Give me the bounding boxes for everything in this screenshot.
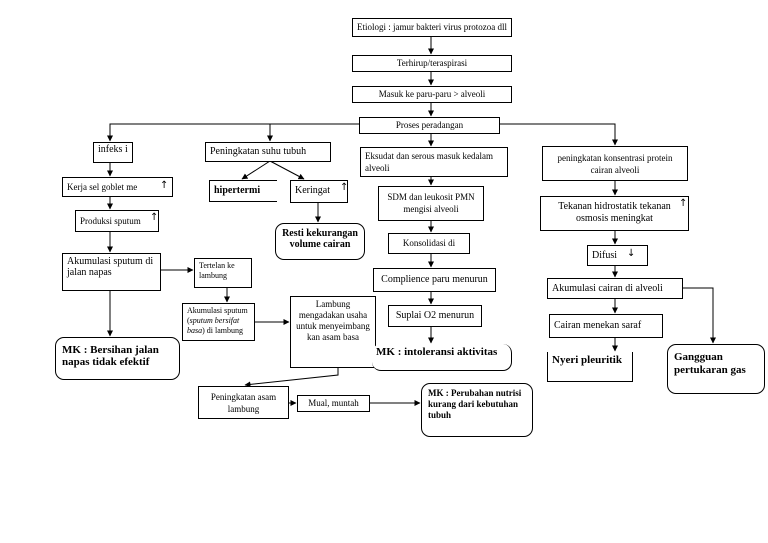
hipertermi-node: hipertermi	[209, 180, 277, 202]
akumulasi-cairan-node: Akumulasi cairan di alveoli	[547, 278, 683, 299]
up-indicator-icon: ↑	[340, 182, 349, 193]
nyeri-pleuritik-node: Nyeri pleuritik	[547, 352, 633, 382]
arrow-proses-konsentrasi	[500, 123, 618, 146]
down-indicator-icon: ↓	[627, 248, 636, 259]
difusi-node: Difusi	[587, 245, 648, 266]
resti-kekurangan-volume-cairan: Resti kekurangan volume cairan	[275, 223, 365, 260]
eksudat-serous-node: Eksudat dan serous masuk kedalam alveoli	[360, 147, 508, 177]
infeksi-node: infeks i	[93, 142, 133, 163]
gangguan-pertukaran-gas: Gangguan pertukaran gas	[667, 344, 765, 394]
masuk-paru-node: Masuk ke paru-paru > alveoli	[352, 86, 512, 103]
up-indicator-icon: ↑	[160, 180, 169, 191]
mk-perubahan-nutrisi: MK : Perubahan nutrisi kurang dari kebut…	[421, 383, 533, 437]
arrow-suhu-hipertermi	[241, 160, 271, 180]
lambung-usaha-node: Lambung mengadakan usaha untuk menyeimba…	[290, 296, 376, 368]
akumulasi-sputum-lambung-node: Akumulasi sputum (sputum bersifat basa) …	[182, 303, 255, 341]
arrow-proses-infeksi	[107, 123, 359, 142]
arrow-usaha-asam	[244, 368, 339, 388]
arrow-suhu-keringat	[269, 160, 305, 180]
terhirup-node: Terhirup/teraspirasi	[352, 55, 512, 72]
etiologi-node: Etiologi : jamur bakteri virus protozoa …	[352, 18, 512, 37]
mk-intoleransi-aktivitas: MK : intoleransi aktivitas	[372, 344, 512, 371]
up-indicator-icon: ↑	[679, 198, 688, 209]
tekanan-hidrostatik-node: Tekanan hidrostatik tekanan osmosis meni…	[540, 196, 689, 231]
cairan-menekan-saraf-node: Cairan menekan saraf	[549, 314, 663, 338]
peningkatan-konsentrasi-protein-node: peningkatan konsentrasi protein cairan a…	[542, 146, 688, 181]
konsolidasi-node: Konsolidasi di alveoli	[388, 233, 470, 254]
sdm-leukosit-node: SDM dan leukosit PMN mengisi alveoli	[378, 186, 484, 221]
arrow-akumulasi-gangguan	[683, 287, 716, 344]
complience-paru-node: Complience paru menurun	[373, 268, 496, 292]
mual-muntah-node: Mual, muntah	[297, 395, 370, 412]
proses-peradangan-node: Proses peradangan	[359, 117, 500, 134]
kerja-sel-goblet-node: Kerja sel goblet me	[62, 177, 173, 197]
up-indicator-icon: ↑	[150, 212, 159, 223]
suplai-o2-node: Suplai O2 menurun	[388, 305, 482, 327]
peningkatan-suhu-node: Peningkatan suhu tubuh	[205, 142, 331, 162]
keringat-node: Keringat	[290, 180, 348, 203]
peningkatan-asam-lambung-node: Peningkatan asam lambung	[198, 386, 289, 419]
mk-bersihan-jalan-napas: MK : Bersihan jalan napas tidak efektif	[55, 337, 180, 380]
akumulasi-sputum-node: Akumulasi sputum di jalan napas	[62, 253, 161, 291]
tertelan-lambung-node: Tertelan ke lambung	[194, 258, 252, 288]
produksi-sputum-node: Produksi sputum	[75, 210, 159, 232]
